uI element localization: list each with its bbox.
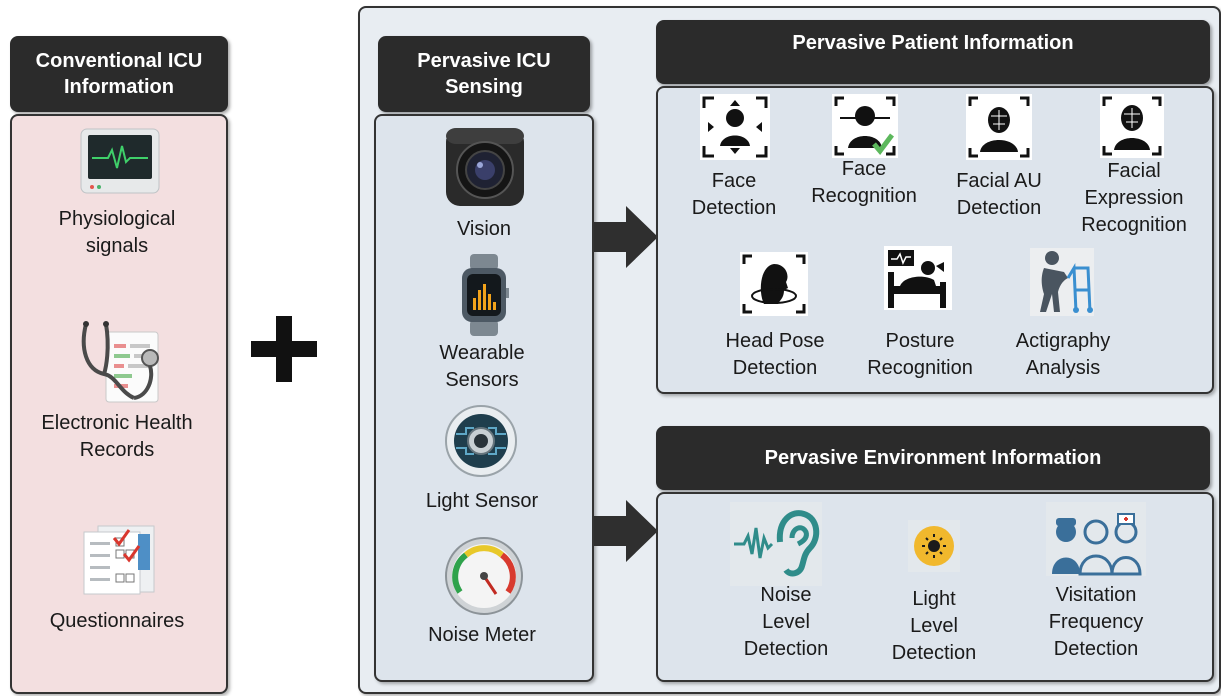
head-pose-icon <box>740 252 808 316</box>
elderly-walker-icon <box>1030 248 1094 316</box>
arrow-to-patient-icon <box>592 204 660 270</box>
sensing-header: Pervasive ICU Sensing <box>378 36 590 112</box>
light-level-label: Light Level Detection <box>891 588 977 664</box>
monitor-icon <box>80 128 160 194</box>
smartwatch-icon <box>458 254 510 336</box>
environment-header: Pervasive Environment Information <box>656 426 1210 490</box>
facial-au-label: Facial AU Detection <box>956 170 1042 219</box>
sun-icon <box>908 520 960 572</box>
noise-meter-icon <box>444 536 524 616</box>
conventional-header: Conventional ICU Information <box>10 36 228 112</box>
questionnaires-label: Questionnaires <box>49 610 185 632</box>
vision-label: Vision <box>456 218 512 240</box>
noise-level-label: Noise Level Detection <box>743 584 829 660</box>
face-detection-icon <box>700 94 770 160</box>
medical-staff-icon <box>1046 502 1146 576</box>
conventional-panel <box>10 114 228 694</box>
face-detection-label: Face Detection <box>691 170 777 219</box>
posture-label: Posture Recognition <box>867 330 973 379</box>
face-recognition-label: Face Recognition <box>811 158 917 207</box>
head-pose-label: Head Pose Detection <box>725 330 825 379</box>
actigraphy-label: Actigraphy Analysis <box>1015 330 1111 379</box>
facial-au-icon <box>966 94 1032 160</box>
physiological-signals-label: Physiological signals <box>58 208 176 257</box>
camera-icon <box>444 124 526 208</box>
noise-meter-label: Noise Meter <box>428 624 536 646</box>
visitation-frequency-label: Visitation Frequency Detection <box>1048 584 1144 660</box>
plus-icon <box>250 314 318 384</box>
patient-header: Pervasive Patient Information <box>656 20 1210 84</box>
posture-icon <box>884 246 952 310</box>
wearable-sensors-label: Wearable Sensors <box>439 342 525 391</box>
face-recognition-icon <box>832 94 898 158</box>
light-sensor-label: Light Sensor <box>425 490 539 512</box>
stethoscope-record-icon <box>76 318 168 410</box>
ear-sound-icon <box>730 502 822 586</box>
ehr-label: Electronic Health Records <box>41 412 193 461</box>
light-sensor-icon <box>444 404 518 478</box>
questionnaire-icon <box>80 522 158 596</box>
facial-expression-label: Facial Expression Recognition <box>1081 160 1187 236</box>
arrow-to-environment-icon <box>592 498 660 564</box>
facial-expression-icon <box>1100 94 1164 158</box>
